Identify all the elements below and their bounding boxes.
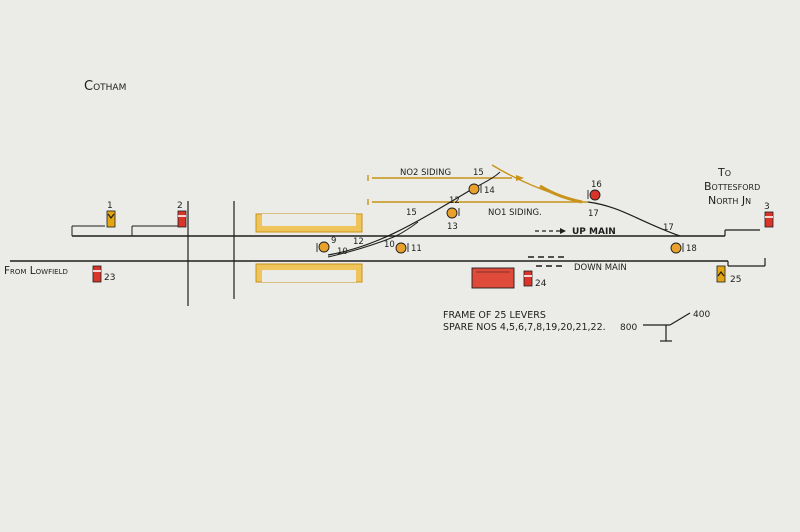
from-lowfield-label: From Lowfield (4, 265, 68, 277)
to-label: To (717, 166, 731, 179)
lever-18-label: 18 (686, 244, 697, 254)
direction-marks (528, 228, 568, 267)
lever-10-label: 10 (384, 240, 395, 250)
track-stubs (71, 201, 235, 306)
disc-14: 15 14 (468, 168, 495, 196)
signal-1: 1 (106, 201, 116, 228)
signal-24: 24 (523, 270, 547, 289)
signal-23: 23 (92, 265, 115, 283)
lever-15a-label: 15 (473, 168, 484, 178)
lever-15b-label: 15 (406, 208, 417, 218)
lever-2-label: 2 (177, 201, 183, 211)
down-platform (255, 263, 363, 283)
up-main-line (72, 229, 760, 237)
bottesford-label: Bottesford (704, 180, 760, 193)
north-jn-label: North Jn (708, 194, 751, 207)
disc-10: 10 11 (384, 240, 422, 254)
disc-16: 16 (587, 180, 602, 201)
lever-24-label: 24 (535, 279, 547, 289)
frame-spare-note: Spare Nos 4,5,6,7,8,19,20,21,22. (443, 322, 606, 333)
no2-siding (367, 164, 583, 204)
lever-12b-label: 12 (449, 196, 460, 206)
lever-23-label: 23 (104, 273, 115, 283)
diagram-title: Cotham (84, 79, 126, 94)
up-main-label: Up Main (572, 227, 616, 237)
lever-10a-label: 10 (337, 247, 348, 257)
no2-siding-label: No2 Siding (400, 168, 451, 178)
crossovers (327, 171, 681, 258)
no1-siding (367, 199, 588, 205)
disc-9: 9 (316, 236, 336, 253)
lever-9-label: 9 (331, 236, 336, 246)
scale-right-label: 400 (693, 310, 710, 320)
no1-siding-label: No1 Siding. (488, 208, 542, 218)
lever-25-label: 25 (730, 275, 741, 285)
up-platform (255, 213, 363, 233)
lever-11-label: 11 (411, 244, 422, 254)
lever-17a-label: 17 (588, 209, 599, 219)
scale-symbol (643, 312, 691, 342)
down-main-line (10, 258, 766, 267)
lever-14-label: 14 (484, 186, 495, 196)
down-main-label: Down Main (574, 263, 627, 273)
scale-left-label: 800 (620, 323, 637, 333)
signal-2: 2 (177, 201, 187, 228)
lever-1-label: 1 (107, 201, 113, 211)
disc-13: 12 13 (446, 196, 460, 232)
lever-17b-label: 17 (663, 223, 674, 233)
signal-3: 3 (764, 202, 774, 228)
signal-25: 25 (716, 265, 741, 285)
lever-12a-label: 12 (353, 237, 364, 247)
lever-16-label: 16 (591, 180, 602, 190)
lever-3-label: 3 (764, 202, 770, 212)
signal-box (471, 267, 515, 289)
disc-18: 18 (670, 242, 697, 254)
lever-13-label: 13 (447, 222, 458, 232)
frame-levers-note: Frame of 25 Levers (443, 310, 546, 321)
